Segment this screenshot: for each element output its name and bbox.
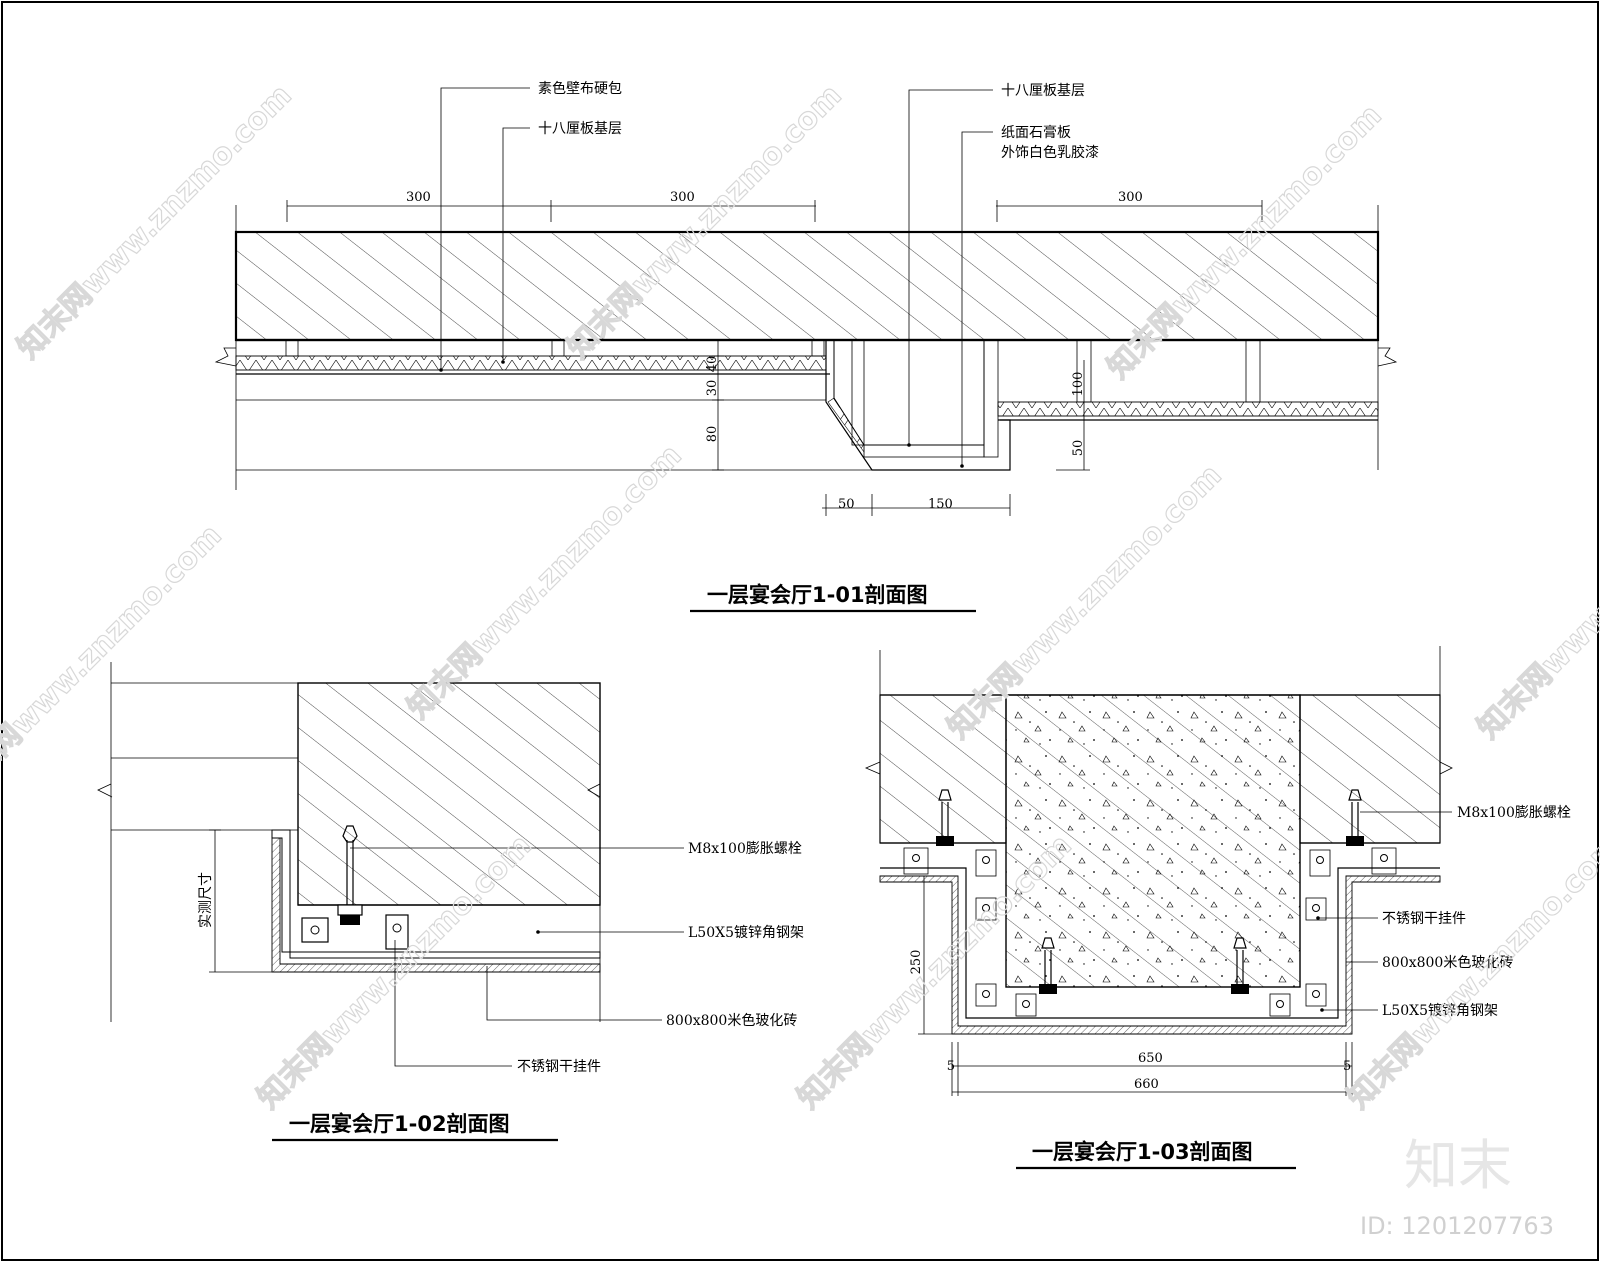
dim-80: 80 xyxy=(705,426,720,443)
bolt-inner-right xyxy=(1231,937,1249,994)
label-wall-fabric: 素色壁布硬包 xyxy=(538,80,622,97)
section-1-01: 300 300 300 素色壁布硬包 十八厘板基层 十八厘板基层 纸面石膏板 外… xyxy=(214,80,1398,613)
dim-250: 250 xyxy=(909,950,924,975)
dim-150-h: 150 xyxy=(928,497,953,512)
batten-layer-left xyxy=(235,355,827,371)
dim-300-a: 300 xyxy=(406,190,431,205)
slab-1-02 xyxy=(297,682,601,906)
title-1-02: 一层宴会厅1-02剖面图 xyxy=(289,1112,510,1136)
batten-layer-right xyxy=(997,401,1379,417)
label-measured: 实测尺寸 xyxy=(198,872,214,928)
label-tile-1-03: 800x800米色玻化砖 xyxy=(1382,954,1513,971)
label-hanger-1-03: 不锈钢干挂件 xyxy=(1382,911,1466,927)
dim-5-left: 5 xyxy=(947,1059,955,1074)
brand-logo-text: 知末 xyxy=(1404,1134,1512,1197)
dim-660: 660 xyxy=(1134,1077,1159,1092)
title-1-01: 一层宴会厅1-01剖面图 xyxy=(707,583,928,607)
label-bolt-1-02: M8x100膨胀螺栓 xyxy=(688,840,802,857)
label-gypsum-2: 外饰白色乳胶漆 xyxy=(1001,144,1099,161)
dim-50-h: 50 xyxy=(838,497,855,512)
label-frame-1-03: L50X5镀锌角钢架 xyxy=(1382,1002,1498,1019)
watermark-10: 知末网www.znzmo.com xyxy=(1341,828,1600,1116)
image-id: ID: 1201207763 xyxy=(1360,1212,1554,1240)
title-1-03: 一层宴会厅1-03剖面图 xyxy=(1032,1140,1253,1164)
dim-40: 40 xyxy=(705,356,720,373)
bolt-right xyxy=(1346,789,1364,846)
dim-30: 30 xyxy=(705,380,720,397)
label-plywood-right: 十八厘板基层 xyxy=(1001,82,1085,99)
bolt-inner-left xyxy=(1039,937,1057,994)
section-1-03: M8x100膨胀螺栓 不锈钢干挂件 800x800米色玻化砖 L50X5镀锌角钢… xyxy=(864,646,1571,1170)
label-hanger-1-02: 不锈钢干挂件 xyxy=(517,1059,601,1075)
slab-1-01 xyxy=(234,230,1380,342)
dim-650: 650 xyxy=(1138,1051,1163,1066)
section-1-02: 实测尺寸 M8x100膨胀螺栓 L50X5镀锌角钢架 800x800米色玻化砖 … xyxy=(97,662,804,1142)
slab-1-03-left xyxy=(879,694,1007,844)
dim-top-300 xyxy=(286,200,1263,222)
dim-100: 100 xyxy=(1071,372,1086,397)
dim-50-v: 50 xyxy=(1071,440,1086,457)
watermark-7: 知末网www.znzmo.com xyxy=(1471,458,1600,746)
slab-1-03-right xyxy=(1299,694,1441,844)
label-plywood-left: 十八厘板基层 xyxy=(538,120,622,137)
watermark-4: 知末网www.znzmo.com xyxy=(0,518,229,806)
dim-5-right: 5 xyxy=(1343,1059,1351,1074)
dim-300-c: 300 xyxy=(1118,190,1143,205)
label-frame-1-02: L50X5镀锌角钢架 xyxy=(688,924,804,941)
label-gypsum-1: 纸面石膏板 xyxy=(1001,124,1071,141)
dim-300-b: 300 xyxy=(670,190,695,205)
bolt-left xyxy=(936,789,954,846)
label-tile-1-02: 800x800米色玻化砖 xyxy=(666,1012,797,1029)
label-bolt-1-03: M8x100膨胀螺栓 xyxy=(1457,804,1571,821)
